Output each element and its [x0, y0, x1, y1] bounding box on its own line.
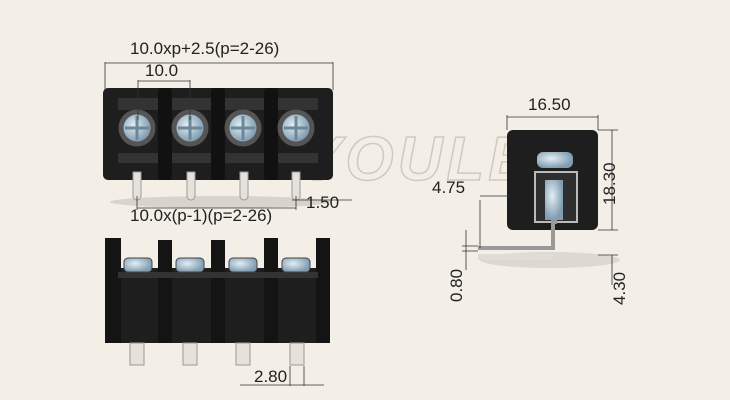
- bottom-pin-width-dim: 2.80: [254, 367, 287, 386]
- screws: [118, 109, 315, 147]
- side-height-dim: 18.30: [600, 162, 619, 205]
- side-view: 16.50 18.30 4.75 0.80 4.30: [432, 95, 629, 305]
- pin-length-dim: 4.30: [610, 272, 629, 305]
- pin-width-dim: 1.50: [306, 193, 339, 212]
- pins: [132, 171, 301, 201]
- side-width-dim: 16.50: [528, 95, 571, 114]
- pin-offset-dim: 4.75: [432, 178, 465, 197]
- watermark: YOULE: [300, 125, 534, 194]
- overall-width-dim: 10.0xp+2.5(p=2-26): [130, 39, 279, 58]
- pin-span-dim: 10.0x(p-1)(p=2-26): [130, 206, 272, 225]
- bottom-view: 2.80: [105, 238, 330, 386]
- front-view: 10.0xp+2.5(p=2-26) 10.0 10.0x(p-1)(p=2-2…: [103, 39, 352, 225]
- pitch-dim: 10.0: [145, 61, 178, 80]
- pin-thickness-dim: 0.80: [447, 269, 466, 302]
